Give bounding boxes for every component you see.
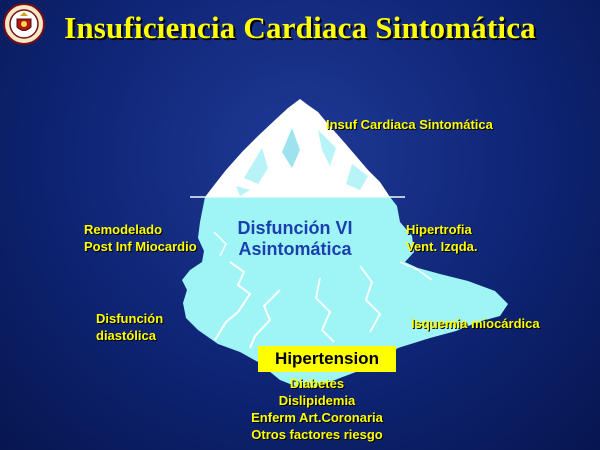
iceberg-underwater bbox=[182, 197, 508, 388]
center-label-line1: Disfunción VI bbox=[237, 218, 353, 238]
hipertension-box: Hipertension bbox=[258, 346, 396, 372]
left-lower-label: Disfunción diastólica bbox=[96, 310, 163, 344]
factor-item: Enferm Art.Coronaria bbox=[251, 410, 383, 425]
tip-label: Insuf Cardiaca Sintomática bbox=[326, 117, 493, 132]
right-upper-line2: Vent. Izqda. bbox=[406, 239, 478, 254]
right-upper-line1: Hipertrofia bbox=[406, 222, 472, 237]
left-upper-line1: Remodelado bbox=[84, 222, 163, 237]
center-label-line2: Asintomática bbox=[238, 239, 352, 259]
left-upper-line2: Post Inf Miocardio bbox=[84, 239, 197, 254]
factor-item: Diabetes bbox=[289, 376, 345, 391]
center-label: Disfunción VI Asintomática bbox=[200, 218, 390, 260]
factor-item: Dislipidemia bbox=[278, 393, 356, 408]
left-lower-line2: diastólica bbox=[96, 328, 156, 343]
factor-item: Otros factores riesgo bbox=[251, 427, 383, 442]
left-upper-label: Remodelado Post Inf Miocardio bbox=[84, 221, 197, 255]
right-upper-label: Hipertrofia Vent. Izqda. bbox=[406, 221, 478, 255]
slide-title: Insuficiencia Cardiaca Sintomática bbox=[64, 10, 536, 45]
base-factors-list: Diabetes Dislipidemia Enferm Art.Coronar… bbox=[222, 375, 412, 443]
left-lower-line1: Disfunción bbox=[96, 311, 164, 326]
university-seal-icon bbox=[3, 3, 45, 45]
right-lower-label: Isquemia miocárdica bbox=[411, 316, 540, 331]
